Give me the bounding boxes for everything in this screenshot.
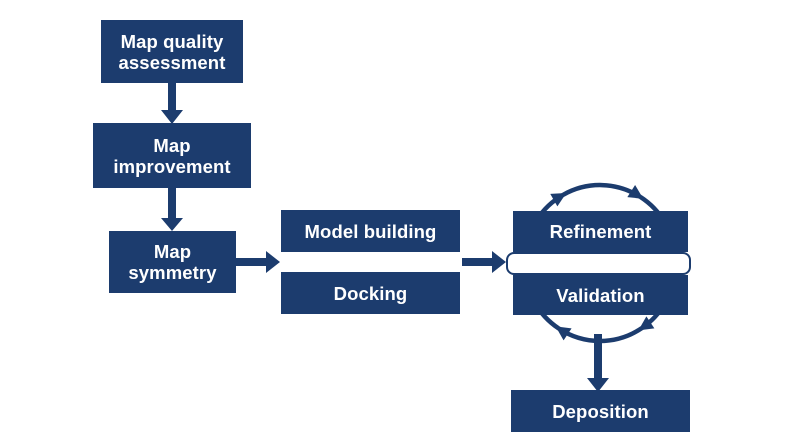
cycle-arc-top	[562, 182, 644, 199]
node-map-symmetry: Map symmetry	[109, 231, 236, 293]
arrow-modelbuilding-to-refinement	[462, 251, 506, 273]
node-refinement: Refinement	[513, 211, 688, 252]
node-validation: Validation	[513, 275, 688, 315]
arrow-symmetry-to-modelbuilding	[236, 251, 280, 273]
node-docking: Docking	[281, 272, 460, 314]
node-map-quality-assessment: Map quality assessment	[101, 20, 243, 83]
cycle-separator-band	[506, 252, 691, 275]
node-model-building: Model building	[281, 210, 460, 252]
arrow-improvement-to-symmetry	[161, 188, 183, 231]
node-deposition: Deposition	[511, 390, 690, 432]
arrow-assessment-to-improvement	[161, 83, 183, 124]
arrow-cycle-to-deposition	[587, 334, 609, 392]
node-map-improvement: Map improvement	[93, 123, 251, 188]
